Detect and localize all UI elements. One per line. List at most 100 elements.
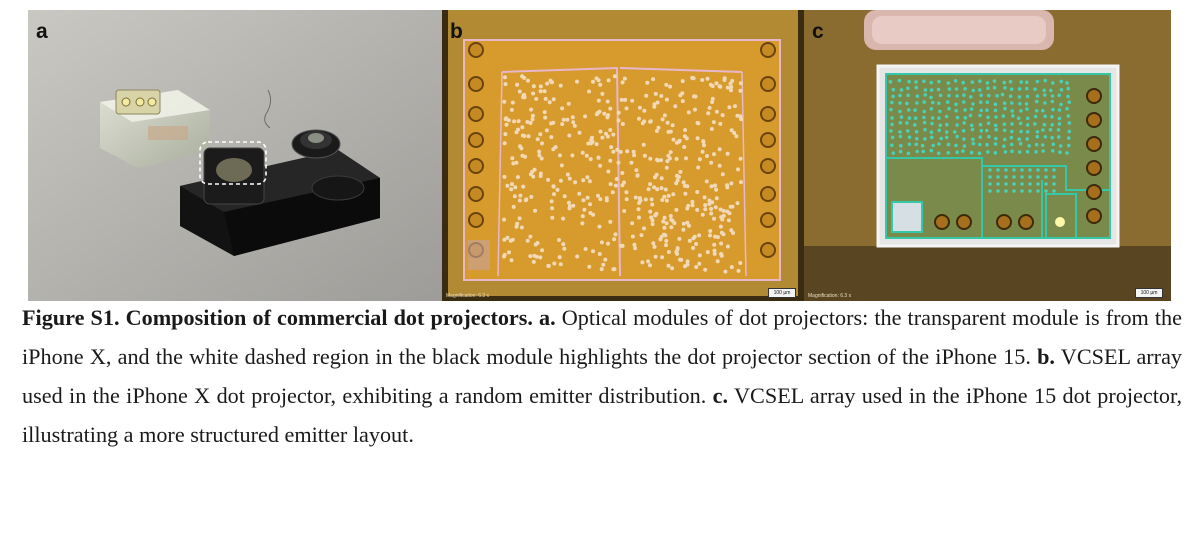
emitter-dot xyxy=(540,248,545,253)
emitter-dot xyxy=(922,100,926,104)
emitter-dot xyxy=(642,108,647,113)
emitter-dot xyxy=(1065,151,1069,155)
emitter-dot xyxy=(907,79,911,84)
bond-pad xyxy=(996,214,1012,230)
bond-pad xyxy=(760,212,776,228)
emitter-dot xyxy=(638,198,643,203)
emitter-dot xyxy=(605,134,610,139)
emitter-dot xyxy=(512,194,517,199)
emitter-dot xyxy=(1028,182,1032,186)
emitter-dot xyxy=(1041,128,1045,132)
emitter-dot xyxy=(1050,135,1054,140)
emitter-dot xyxy=(581,198,586,203)
emitter-dot xyxy=(717,147,722,152)
emitter-dot xyxy=(978,122,983,127)
emitter-dot xyxy=(528,254,533,259)
emitter-dot xyxy=(1018,141,1023,146)
panel-b-magnification: Magnification: 6.3 x xyxy=(446,293,490,299)
emitter-dot xyxy=(719,230,724,235)
emitter-dot xyxy=(1050,123,1054,127)
emitter-dot xyxy=(655,157,659,162)
emitter-dot xyxy=(696,165,701,170)
emitter-dot xyxy=(714,187,719,192)
emitter-dot xyxy=(1002,144,1006,148)
emitter-dot xyxy=(666,263,671,268)
emitter-dot xyxy=(624,106,629,111)
emitter-dot xyxy=(550,215,555,220)
vcsel-array-random xyxy=(442,10,804,301)
emitter-dot xyxy=(1025,107,1029,111)
emitter-dot xyxy=(955,123,959,127)
emitter-dot xyxy=(677,138,682,143)
emitter-dot xyxy=(517,198,522,203)
emitter-dot xyxy=(558,262,563,267)
emitter-dot xyxy=(890,100,894,105)
emitter-dot xyxy=(611,267,616,272)
emitter-dot xyxy=(529,194,534,199)
emitter-dot xyxy=(517,216,522,221)
emitter-dot xyxy=(664,97,669,102)
emitter-dot xyxy=(711,120,716,125)
emitter-dot xyxy=(668,129,673,134)
emitter-dot xyxy=(955,115,960,120)
emitter-dot xyxy=(914,129,919,134)
emitter-dot xyxy=(1002,80,1006,85)
bond-pad xyxy=(468,186,484,202)
caption-b-label: b. xyxy=(1037,344,1055,369)
emitter-dot xyxy=(577,191,582,196)
emitter-dot xyxy=(1020,175,1024,179)
emitter-dot xyxy=(725,209,730,214)
emitter-dot xyxy=(944,114,949,119)
emitter-dot xyxy=(1043,135,1048,139)
caption-b-text: VCSEL array used in the iPhone X dot pro… xyxy=(22,344,1183,408)
emitter-dot xyxy=(906,151,911,156)
emitter-dot xyxy=(929,95,933,100)
emitter-dot xyxy=(722,78,727,82)
emitter-dot xyxy=(978,100,983,104)
emitter-dot xyxy=(986,115,990,120)
emitter-dot xyxy=(666,193,671,198)
emitter-dot xyxy=(642,226,646,231)
emitter-dot xyxy=(735,201,740,206)
emitter-dot xyxy=(662,113,667,118)
emitter-dot xyxy=(721,213,726,218)
emitter-dot xyxy=(523,154,528,159)
emitter-dot xyxy=(899,144,903,148)
emitter-dot xyxy=(660,198,665,202)
emitter-dot xyxy=(1049,88,1053,93)
emitter-dot xyxy=(611,132,616,137)
emitter-dot xyxy=(962,144,967,148)
panel-c-label: c xyxy=(812,20,824,43)
emitter-dot xyxy=(547,100,552,105)
emitter-dot xyxy=(719,253,724,258)
emitter-dot xyxy=(730,204,735,209)
emitter-dot xyxy=(542,110,547,115)
emitter-dot xyxy=(616,118,621,123)
emitter-dot xyxy=(979,93,983,98)
panel-a-photo: a xyxy=(28,10,442,301)
emitter-dot xyxy=(585,175,590,180)
emitter-dot xyxy=(509,258,514,263)
emitter-dot xyxy=(587,179,592,184)
emitter-dot xyxy=(597,252,602,256)
emitter-dot xyxy=(718,224,723,229)
emitter-dot xyxy=(655,187,660,192)
emitter-dot xyxy=(674,207,679,212)
emitter-dot xyxy=(1017,95,1022,99)
emitter-dot xyxy=(695,190,700,194)
emitter-dot xyxy=(954,87,959,91)
emitter-dot xyxy=(525,120,530,124)
emitter-dot xyxy=(987,134,991,139)
emitter-dot xyxy=(994,127,998,132)
emitter-dot xyxy=(558,83,563,88)
emitter-dot xyxy=(1003,86,1007,90)
emitter-dot xyxy=(1016,116,1021,120)
emitter-dot xyxy=(695,120,700,125)
emitter-dot xyxy=(718,121,723,126)
emitter-dot xyxy=(931,143,935,148)
emitter-dot xyxy=(1067,121,1072,125)
emitter-dot xyxy=(606,241,610,246)
emitter-dot xyxy=(604,196,609,201)
emitter-dot xyxy=(720,172,725,177)
emitter-dot xyxy=(705,154,709,158)
